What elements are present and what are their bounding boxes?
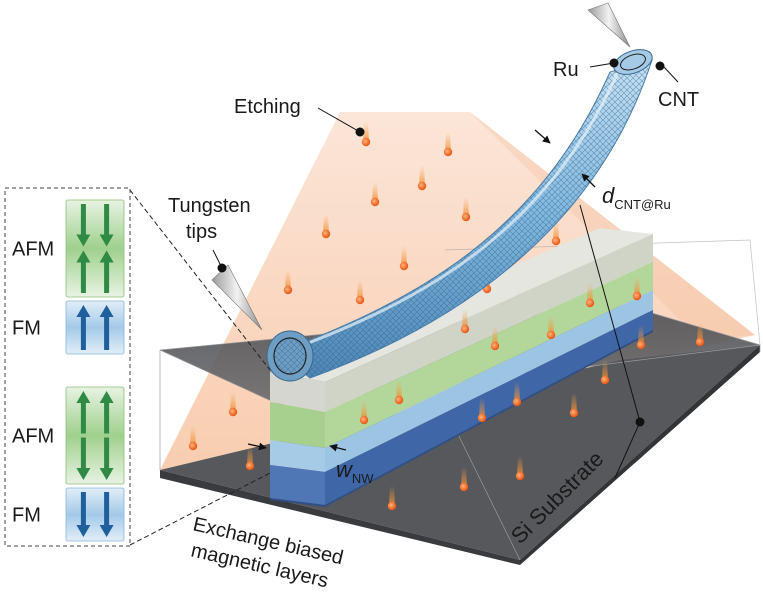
cnt-ru-nanotube	[266, 49, 653, 382]
arrow-up-icon	[99, 305, 114, 350]
etching-particle	[228, 392, 238, 417]
etching-particle	[387, 486, 397, 511]
diameter-label: dCNT@Ru	[602, 183, 671, 212]
etching-particle	[569, 393, 579, 418]
etching-particle	[370, 182, 380, 207]
inset-layer-label: AFM	[12, 426, 54, 448]
width-arrows	[247, 442, 347, 452]
etching-particle	[551, 221, 561, 246]
tungsten-tip-right	[587, 2, 631, 48]
etching-particle	[283, 270, 293, 295]
etching-particle	[490, 326, 500, 351]
afm-layer-block	[65, 386, 125, 485]
arrow-down-icon	[99, 437, 114, 480]
arrow-down-icon	[99, 492, 114, 537]
tungsten-tip-left	[211, 264, 263, 331]
etching-particle	[460, 309, 470, 334]
etching-particle	[355, 280, 365, 305]
arrow-up-icon	[76, 250, 91, 293]
fm-layer-block	[65, 300, 125, 355]
etching-particle	[636, 325, 646, 350]
fm-layer-block	[65, 487, 125, 542]
etching-particle	[600, 360, 610, 385]
arrow-down-icon	[99, 204, 114, 247]
etching-particle	[461, 197, 471, 222]
arrow-up-icon	[76, 391, 91, 434]
etching-particle	[245, 446, 255, 471]
magnetic-layers-inset: AFM FM AFM FM	[4, 187, 131, 547]
etching-particle	[459, 467, 469, 492]
etching-particle	[512, 382, 522, 407]
etching-particle	[321, 214, 331, 239]
etching-particle	[417, 166, 427, 191]
arrow-down-icon	[76, 492, 91, 537]
etching-particle	[477, 398, 487, 423]
inset-layer-label: FM	[12, 505, 41, 527]
tungsten-tips-label-line1: Tungsten	[168, 195, 251, 217]
etching-particles	[188, 122, 705, 511]
annotation-leaders	[212, 58, 679, 479]
etching-particle	[399, 246, 409, 271]
width-label: wNW	[336, 457, 374, 486]
etching-label: Etching	[234, 96, 301, 118]
diameter-arrows	[534, 129, 596, 188]
etching-particle	[695, 322, 705, 347]
etching-particle	[632, 276, 642, 301]
etching-particle	[394, 380, 404, 405]
etching-particle	[585, 283, 595, 308]
inset-projection-lines	[129, 189, 273, 546]
arrow-down-icon	[76, 204, 91, 247]
afm-layer-block	[65, 199, 125, 298]
arrow-up-icon	[99, 391, 114, 434]
etching-particle	[361, 122, 371, 147]
arrow-up-icon	[76, 305, 91, 350]
inset-layer-label: AFM	[12, 239, 54, 261]
etching-particle	[515, 456, 525, 481]
arrow-down-icon	[76, 437, 91, 480]
arrow-up-icon	[99, 250, 114, 293]
cnt-label: CNT	[658, 89, 699, 111]
etching-particle	[359, 400, 369, 425]
tungsten-tips-label-line2: tips	[186, 221, 217, 243]
ru-label: Ru	[553, 59, 579, 81]
etching-particle	[546, 315, 556, 340]
etching-particle	[443, 132, 453, 157]
inset-layer-label: FM	[12, 318, 41, 340]
etching-particle	[188, 426, 198, 451]
